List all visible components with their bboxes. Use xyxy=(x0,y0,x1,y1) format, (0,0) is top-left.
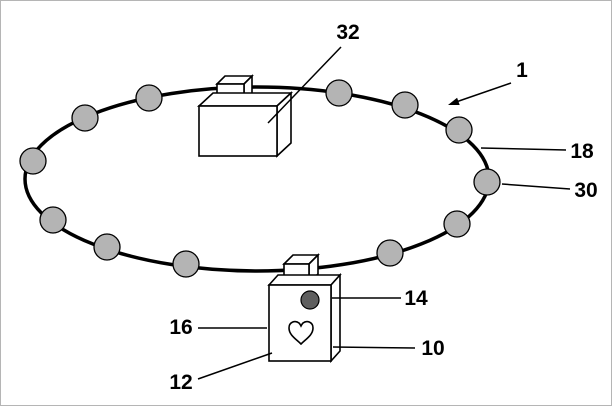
bead xyxy=(135,84,163,112)
label-10: 10 xyxy=(421,337,444,360)
bead xyxy=(376,239,404,267)
label-16: 16 xyxy=(169,316,192,339)
bead xyxy=(93,233,121,261)
top-module-top-face xyxy=(196,92,294,107)
heart-icon xyxy=(288,320,314,346)
label-12: 12 xyxy=(169,371,192,394)
bead xyxy=(19,147,47,175)
leader-line-10 xyxy=(332,346,416,349)
leader-line-30 xyxy=(501,183,571,190)
label-30: 30 xyxy=(574,179,597,202)
leader-line-18 xyxy=(480,147,567,151)
pendant-side-face xyxy=(330,272,341,364)
bead xyxy=(445,116,473,144)
bead xyxy=(71,104,99,132)
bead xyxy=(391,91,419,119)
label-18: 18 xyxy=(570,140,594,163)
indicator-dot xyxy=(300,290,320,310)
leader-line-12 xyxy=(197,352,273,380)
bead xyxy=(473,168,501,196)
top-module xyxy=(196,74,294,158)
pendant-module xyxy=(267,253,342,364)
leader-lines xyxy=(197,46,571,380)
bead xyxy=(325,79,353,107)
beads xyxy=(19,79,501,278)
pendant-front-face xyxy=(268,284,332,362)
arrowhead-1 xyxy=(448,97,460,105)
label-14: 14 xyxy=(404,287,428,310)
reference-labels: 32 1 18 30 14 10 16 12 xyxy=(169,21,597,394)
figure-root: 32 1 18 30 14 10 16 12 xyxy=(19,21,598,394)
label-32: 32 xyxy=(336,21,359,44)
bead xyxy=(172,250,200,278)
leader-line-1 xyxy=(455,82,512,103)
top-module-front-face xyxy=(198,105,278,157)
label-1: 1 xyxy=(516,59,528,82)
bead xyxy=(39,206,67,234)
bead xyxy=(443,210,471,238)
pendant-top-face xyxy=(267,274,342,286)
leader-line-32 xyxy=(267,46,342,124)
